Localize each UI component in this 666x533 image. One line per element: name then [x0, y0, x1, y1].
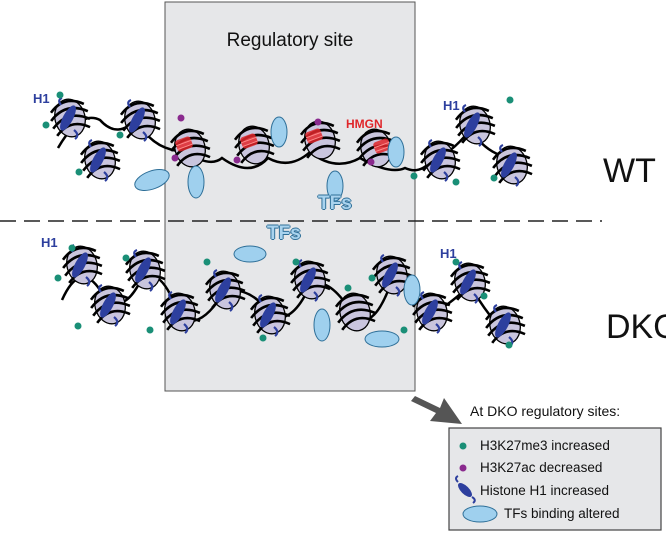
h3k27ac-mark [233, 156, 241, 164]
h1-label: H1 [443, 98, 460, 113]
h3k27ac-mark [177, 114, 185, 122]
h3k27me3-mark [75, 168, 83, 176]
legend-arrow [411, 396, 462, 424]
tf-ellipse [313, 308, 331, 342]
h3k27me3-mark [480, 292, 488, 300]
tf-ellipse [387, 136, 405, 168]
h3k27me3-mark [122, 254, 130, 262]
h1-label: H1 [41, 235, 58, 250]
h3k27me3-mark [505, 341, 513, 349]
h3k27me3-mark [56, 91, 64, 99]
h3k27me3-mark [506, 96, 514, 104]
h1-label: H1 [440, 246, 457, 261]
h3k27me3-mark [490, 174, 498, 182]
wt-label: WT [603, 152, 656, 190]
regulatory-site-region [164, 1, 416, 392]
h3k27me3-mark [292, 258, 300, 266]
legend-item-histone-h1: Histone H1 increased [480, 483, 610, 498]
h3k27me3-mark [368, 274, 376, 282]
h3k27ac-mark [367, 158, 375, 166]
tf-ellipse [326, 170, 344, 202]
legend-item-tfs: TFs binding altered [504, 506, 620, 521]
h3k27me3-mark [68, 244, 76, 252]
h3k27me3-mark [146, 326, 154, 334]
h3k27me3-mark [116, 131, 124, 139]
h3k27ac-mark [314, 118, 322, 126]
h3k27me3-mark [203, 258, 211, 266]
h3k27me3-mark [259, 334, 267, 342]
tf-ellipse [270, 116, 288, 148]
tf-ellipse [187, 165, 205, 199]
tf-ellipse [134, 169, 170, 191]
legend-item-h3k27me3: H3K27me3 increased [480, 438, 610, 453]
legend-purple-dot [459, 464, 467, 472]
tf-ellipse [403, 274, 421, 306]
h3k27ac-mark [171, 154, 179, 162]
h3k27me3-mark [74, 322, 82, 330]
histone-h1-icon [455, 475, 476, 504]
h1-label: H1 [33, 91, 50, 106]
h3k27me3-mark [452, 258, 460, 266]
regulatory-site-title: Regulatory site [226, 30, 354, 51]
h3k27me3-mark [400, 326, 408, 334]
tf-ellipse [233, 245, 267, 263]
h3k27me3-mark [344, 284, 352, 292]
h3k27me3-mark [410, 172, 418, 180]
legend-title: At DKO regulatory sites: [470, 403, 621, 419]
h3k27me3-mark [452, 178, 460, 186]
legend-teal-dot [459, 442, 467, 450]
h3k27me3-mark [54, 274, 62, 282]
hmgn-label: HMGN [346, 117, 383, 131]
tf-ellipse [364, 330, 400, 348]
dko-label: DKO [606, 308, 666, 346]
tfs-label-dko: TFs [267, 223, 301, 244]
legend-tf-ellipse [462, 505, 498, 523]
h3k27me3-mark [42, 121, 50, 129]
legend-item-h3k27ac: H3K27ac decreased [480, 460, 603, 475]
tfs-label-wt: TFs [318, 193, 352, 214]
